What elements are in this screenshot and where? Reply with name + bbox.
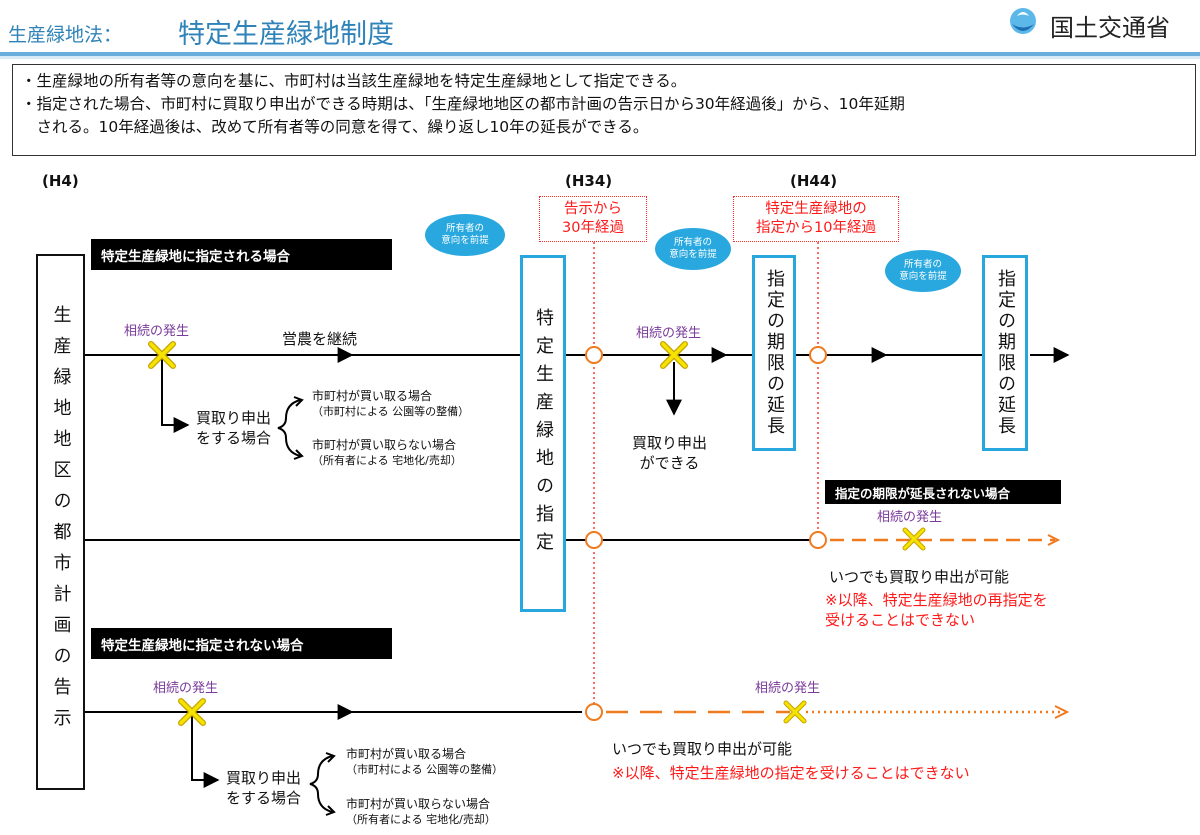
section-designated-header: 特定生産緑地に指定される場合	[91, 239, 392, 270]
summary-box: ・生産緑地の所有者等の意向を基に、市町村は当該生産緑地を特定生産緑地として指定で…	[12, 64, 1196, 156]
city-plan-notice-box: 生産緑地地区の都市計画の告示	[36, 254, 85, 790]
title-underline	[0, 52, 1200, 56]
notice-30-years-box: 告示から 30年経過	[539, 196, 647, 242]
muni-buys-label: 市町村が買い取る場合	[312, 389, 433, 403]
section-not-extended-header: 指定の期限が延長されない場合	[825, 480, 1061, 504]
muni-buys-label: 市町村が買い取る場合	[346, 747, 467, 761]
inheritance-label: 相続の発生	[877, 510, 943, 525]
section-not-designated-header: 特定生産緑地に指定されない場合	[91, 628, 392, 659]
milestone-circle	[585, 346, 603, 364]
purchase-request-label: 買取り申出 をする場合	[226, 769, 302, 807]
row3-arrowhead	[1054, 705, 1070, 719]
no-designate-note: ※以降、特定生産緑地の指定を受けることはできない	[612, 764, 970, 782]
extension-box-1: 指定の期限の延長	[752, 255, 796, 451]
timeline-h4: (H4)	[42, 172, 79, 190]
owner-consent-bubble: 所有者の 意向を前提	[425, 214, 505, 256]
ministry-name: 国土交通省	[1050, 14, 1170, 42]
summary-line-1: ・生産緑地の所有者等の意向を基に、市町村は当該生産緑地を特定生産緑地として指定で…	[21, 72, 687, 90]
milestone-circle	[585, 703, 603, 721]
timeline-h34: (H34)	[565, 172, 613, 190]
page-title: 特定生産緑地制度	[178, 19, 394, 50]
row1-brace	[277, 399, 301, 457]
muni-not-buy-label: 市町村が買い取らない場合	[346, 797, 491, 811]
inheritance-label: 相続の発生	[755, 681, 821, 696]
designation-box: 特定生産緑地の指定	[520, 255, 566, 612]
extension-label-1: 指定の期限の延長	[764, 269, 785, 437]
muni-not-buy-label: 市町村が買い取らない場合	[312, 438, 457, 452]
continue-farming-label: 営農を継続	[282, 330, 358, 348]
extension-label-2: 指定の期限の延長	[995, 269, 1016, 437]
extension-box-2: 指定の期限の延長	[982, 255, 1028, 451]
can-request-label: 買取り申出 ができる	[632, 434, 708, 472]
page-subtitle: 生産緑地法：	[8, 24, 123, 46]
no-redesignate-note: ※以降、特定生産緑地の再指定を 受けることはできない	[825, 591, 1048, 629]
owner-consent-bubble: 所有者の 意向を前提	[655, 228, 731, 270]
timeline-h44: (H44)	[790, 172, 838, 190]
inheritance-label: 相続の発生	[124, 324, 190, 339]
title-underline-light	[0, 56, 1200, 59]
inheritance-label: 相続の発生	[153, 681, 219, 696]
muni-buys-sub: （市町村による 公園等の整備）	[346, 763, 504, 776]
muni-not-buy-sub: （所有者による 宅地化/売却）	[312, 454, 462, 467]
muni-not-buy-sub: （所有者による 宅地化/売却）	[346, 813, 496, 826]
designation-label: 特定生産緑地の指定	[533, 307, 554, 560]
anytime-request-label: いつでも買取り申出が可能	[829, 568, 1010, 586]
inheritance-label: 相続の発生	[636, 326, 702, 341]
milestone-circle	[809, 531, 827, 549]
owner-consent-bubble: 所有者の 意向を前提	[885, 250, 961, 292]
milestone-circle	[809, 346, 827, 364]
ministry-logo-icon	[1010, 8, 1036, 34]
summary-line-2: ・指定された場合、市町村に買取り申出ができる時期は、「生産緑地地区の都市計画の告…	[21, 95, 905, 113]
row3-branch-arrow	[191, 715, 220, 788]
row1-branch-arrow	[161, 358, 190, 433]
muni-buys-sub: （市町村による 公園等の整備）	[312, 405, 470, 418]
row3-brace	[309, 755, 333, 813]
title-bar: 生産緑地法： 特定生産緑地制度 国土交通省	[0, 0, 1200, 62]
anytime-request-label: いつでも買取り申出が可能	[612, 740, 793, 758]
milestone-circle	[585, 531, 603, 549]
city-plan-notice-label: 生産緑地地区の都市計画の告示	[50, 305, 72, 739]
purchase-request-label: 買取り申出 をする場合	[196, 409, 272, 447]
summary-line-3: される。10年経過後は、改めて所有者等の同意を得て、繰り返し10年の延長ができる…	[21, 118, 649, 136]
designation-10-years-box: 特定生産緑地の 指定から10年経過	[733, 196, 899, 242]
row2-arrowhead	[1047, 534, 1061, 546]
